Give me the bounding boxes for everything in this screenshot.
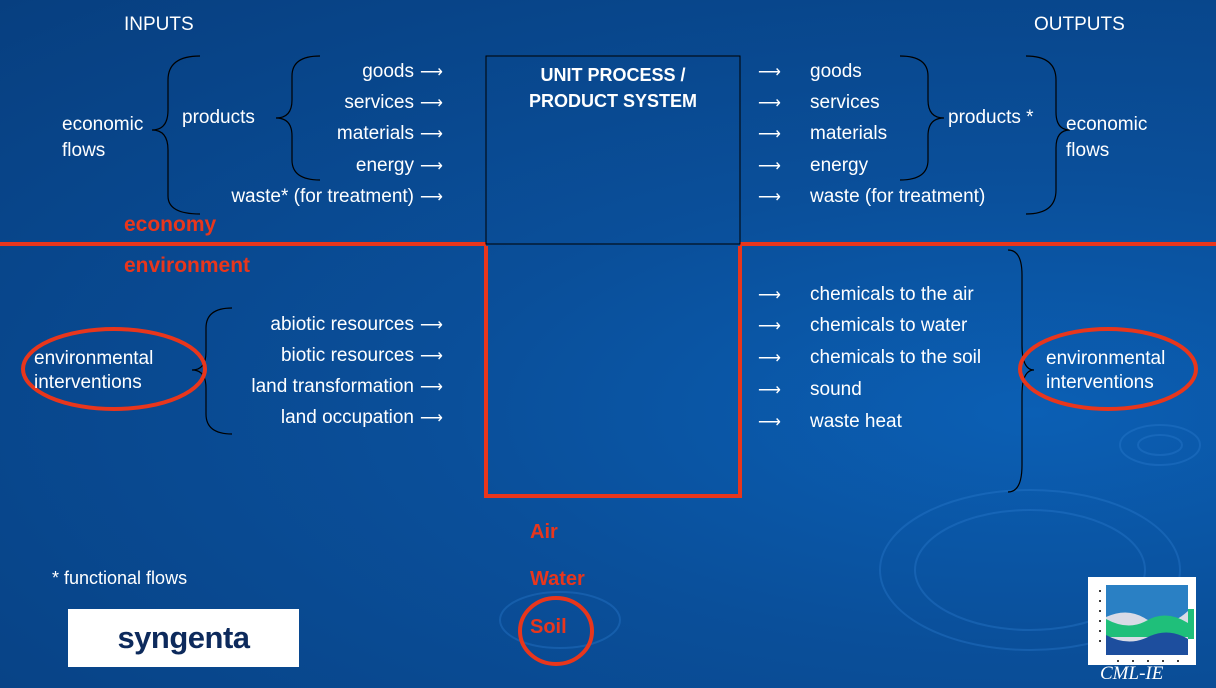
right-environmental-interventions-label: environmental interventions: [1046, 348, 1166, 393]
economy-label: economy: [124, 213, 217, 236]
right-interventions-ellipse: [1018, 327, 1198, 411]
environment-box: [484, 246, 742, 498]
cml-logo-label: CML-IE: [1100, 663, 1164, 684]
right-output-waste-heat: waste heat: [810, 411, 902, 432]
arrow-right-icon: ⟶: [420, 126, 443, 143]
left-input-land-transformation: land transformation: [251, 376, 414, 397]
arrow-right-icon: ⟶: [758, 287, 781, 304]
environment-label: environment: [124, 254, 251, 277]
right-output-materials: materials: [810, 123, 888, 144]
arrow-right-icon: ⟶: [420, 64, 443, 81]
left-input-land-occupation: land occupation: [280, 407, 414, 428]
ripple-decoration: [499, 424, 1201, 651]
arrow-right-icon: ⟶: [420, 158, 443, 175]
medium-water: Water: [530, 568, 585, 590]
left-input-biotic: biotic resources: [280, 345, 414, 366]
unit-process-box: [485, 55, 741, 245]
syngenta-logo: syngenta: [68, 609, 299, 667]
braces: [151, 55, 1071, 493]
highlight-ellipses: [21, 327, 1198, 666]
left-input-abiotic: abiotic resources: [270, 314, 414, 335]
right-output-waste: waste (for treatment): [810, 186, 986, 207]
arrow-right-icon: ⟶: [758, 95, 781, 112]
right-output-services: services: [810, 92, 880, 113]
left-input-materials: materials: [336, 123, 414, 144]
right-output-energy: energy: [810, 155, 869, 176]
unit-process-line1: UNIT PROCESS /: [540, 65, 686, 85]
right-output-chem-soil: chemicals to the soil: [810, 347, 982, 368]
right-output-chem-water: chemicals to water: [810, 315, 968, 336]
right-economic-flows-label: economic flows: [1066, 114, 1148, 161]
arrow-right-icon: ⟶: [420, 95, 443, 112]
syngenta-logo-text: syngenta: [117, 620, 250, 655]
arrow-right-icon: ⟶: [758, 350, 781, 367]
arrow-right-icon: ⟶: [758, 64, 781, 81]
inputs-header: INPUTS: [124, 14, 194, 35]
arrow-right-icon: ⟶: [758, 189, 781, 206]
medium-soil: Soil: [530, 616, 567, 638]
left-economic-flows-label: economic flows: [62, 114, 144, 161]
right-output-chem-air: chemicals to the air: [810, 284, 974, 305]
unit-process-line2: PRODUCT SYSTEM: [528, 91, 697, 111]
arrow-right-icon: ⟶: [420, 189, 443, 206]
arrow-right-icon: ⟶: [758, 414, 781, 431]
left-input-waste: waste* (for treatment): [231, 186, 414, 207]
arrow-right-icon: ⟶: [758, 158, 781, 175]
arrow-right-icon: ⟶: [420, 317, 443, 334]
right-products-label: products *: [948, 107, 1034, 128]
left-input-energy: energy: [355, 155, 414, 176]
arrow-right-icon: ⟶: [420, 348, 443, 365]
medium-air: Air: [530, 521, 558, 543]
arrow-right-icon: ⟶: [420, 379, 443, 396]
left-input-services: services: [344, 92, 414, 113]
left-products-label: products: [182, 107, 255, 128]
left-environmental-interventions-label: environmental interventions: [34, 348, 154, 393]
arrow-right-icon: ⟶: [420, 410, 443, 427]
outputs-header: OUTPUTS: [1034, 14, 1125, 35]
arrow-right-icon: ⟶: [758, 382, 781, 399]
left-input-goods: goods: [362, 61, 414, 82]
right-output-goods: goods: [810, 61, 862, 82]
soil-ellipse: [518, 596, 594, 666]
left-interventions-ellipse: [21, 327, 207, 411]
arrow-right-icon: ⟶: [758, 318, 781, 335]
footnote: * functional flows: [52, 568, 188, 588]
cml-logo-icon: [1088, 577, 1196, 665]
right-output-sound: sound: [810, 379, 862, 400]
arrow-right-icon: ⟶: [758, 126, 781, 143]
